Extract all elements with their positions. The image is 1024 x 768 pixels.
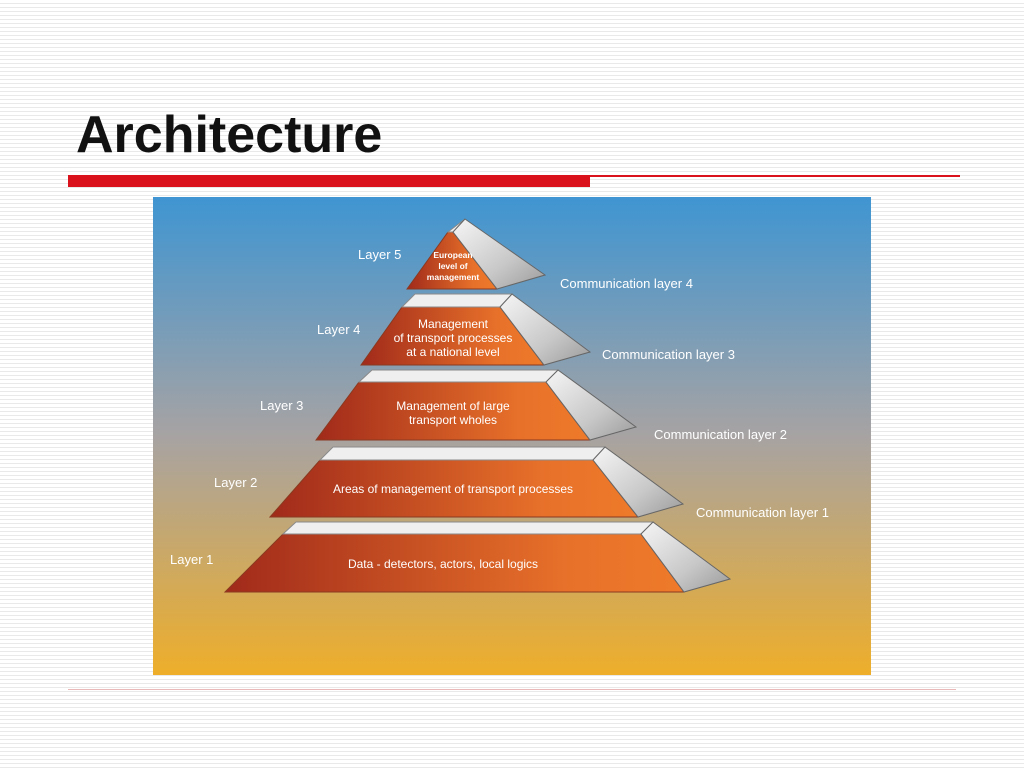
layer-2-text: Areas of management of transport process… (333, 482, 573, 496)
layer-4-text-line-2: of transport processes (394, 331, 513, 345)
layer-4-text-line-1: Management (418, 317, 489, 331)
footer-divider (68, 689, 956, 690)
title-underline-thin (590, 175, 960, 177)
layer-3-text-line-1: Management of large (396, 399, 510, 413)
title-underline-thick (68, 175, 590, 187)
pyramid-tier-3 (315, 369, 638, 441)
layer-4-text-line-3: at a national level (406, 345, 499, 359)
layer-3-label: Layer 3 (260, 398, 303, 413)
communication-layer-2-label: Communication layer 2 (654, 427, 787, 442)
architecture-diagram: Layer 5 Layer 4 Layer 3 Layer 2 Layer 1 … (153, 197, 871, 675)
pyramid-svg: Layer 5 Layer 4 Layer 3 Layer 2 Layer 1 … (153, 197, 871, 675)
pyramid-tier-4 (360, 293, 592, 366)
layer-3-text-line-2: transport wholes (409, 413, 497, 427)
layer-2-label: Layer 2 (214, 475, 257, 490)
pyramid-tier-5 (406, 218, 547, 290)
layer-4-label: Layer 4 (317, 322, 360, 337)
layer-5-label: Layer 5 (358, 247, 401, 262)
layer-1-text: Data - detectors, actors, local logics (348, 557, 538, 571)
layer-5-text-line-3: management (427, 272, 480, 282)
layer-5-text-line-1: European (433, 250, 472, 260)
layer-1-label: Layer 1 (170, 552, 213, 567)
pyramid-tier-2 (268, 446, 685, 518)
communication-layer-3-label: Communication layer 3 (602, 347, 735, 362)
layer-5-text-line-2: level of (438, 261, 467, 271)
pyramid-tier-1 (223, 521, 732, 593)
communication-layer-4-label: Communication layer 4 (560, 276, 693, 291)
slide-title: Architecture (76, 106, 383, 164)
communication-layer-1-label: Communication layer 1 (696, 505, 829, 520)
